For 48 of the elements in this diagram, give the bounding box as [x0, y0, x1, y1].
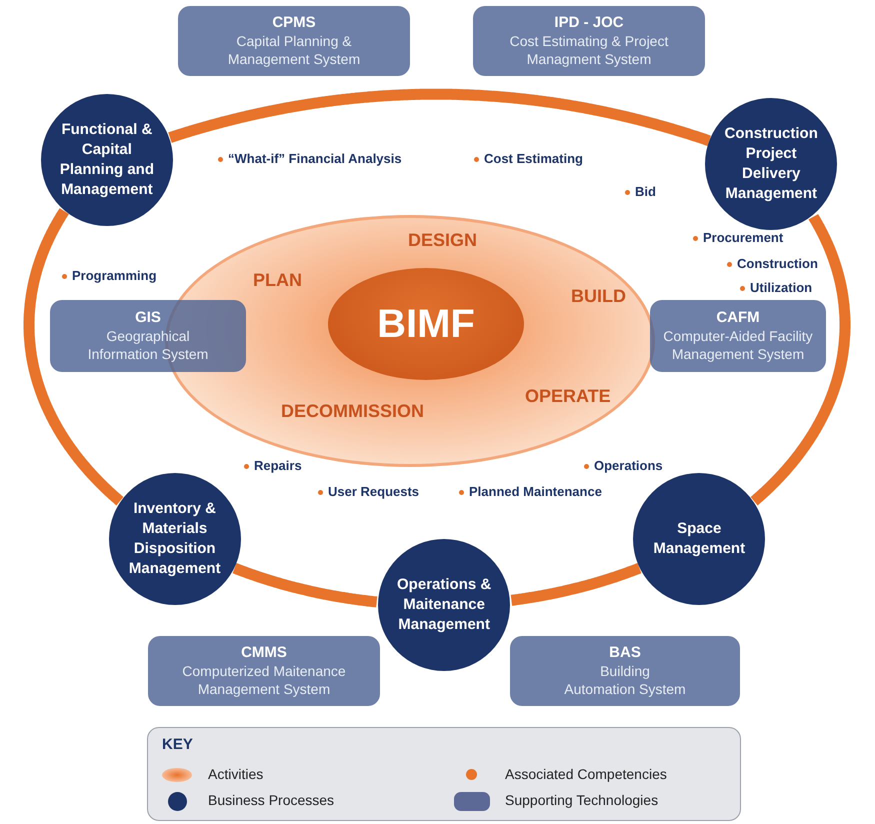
box-title: GIS	[135, 309, 161, 327]
competency-label: Utilization	[740, 280, 812, 295]
process-circle: Inventory & Materials Disposition Management	[108, 473, 241, 606]
box-title: CPMS	[272, 14, 316, 32]
process-circle: Functional & Capital Planning and Management	[40, 94, 173, 226]
box-title: IPD - JOC	[554, 14, 624, 32]
activity-label: DESIGN	[408, 230, 478, 251]
technology-box	[473, 6, 705, 76]
competency-label: Operations	[584, 458, 663, 473]
technology-box	[50, 300, 246, 372]
technology-box	[510, 636, 740, 706]
competency-label: Procurement	[693, 230, 784, 245]
activity-label: PLAN	[253, 270, 302, 291]
competency-label: User Requests	[318, 484, 420, 499]
process-circle: Construction Project Delivery Management	[705, 98, 838, 230]
ring-arc	[24, 206, 124, 506]
core-ellipse: BIMF	[328, 268, 524, 380]
competency-label: Bid	[625, 184, 656, 199]
competency-label: Programming	[62, 268, 157, 283]
competency-label: Planned Maintenance	[459, 484, 602, 499]
box-subtitle: Capital Planning & Management System	[226, 32, 362, 68]
box-title: BAS	[609, 644, 641, 662]
box-subtitle: Building Automation System	[563, 662, 687, 698]
legend-label: Supporting Technologies	[505, 792, 658, 808]
competency-label: Construction	[727, 256, 818, 271]
legend-label: Associated Competencies	[505, 766, 667, 782]
process-circle: Operations & Maitenance Management	[378, 538, 510, 671]
technology-box	[178, 6, 410, 76]
activity-label: DECOMMISSION	[281, 401, 424, 422]
box-title: CAFM	[716, 309, 760, 327]
legend-heading: KEY	[162, 736, 193, 753]
competency-label: Repairs	[244, 458, 302, 473]
ring-arc	[230, 562, 380, 608]
activity-label: BUILD	[571, 286, 626, 307]
legend-label: Business Processes	[208, 792, 334, 808]
box-subtitle: Geographical Information System	[86, 327, 210, 363]
box-subtitle: Cost Estimating & Project Managment System	[508, 32, 670, 68]
technology-box	[650, 300, 826, 372]
legend-label: Activities	[208, 766, 264, 782]
competency-label: Cost Estimating	[474, 151, 583, 166]
process-circle: Space Management	[633, 473, 766, 606]
competency-label: “What-if” Financial Analysis	[218, 151, 402, 166]
box-subtitle: Computer-Aided Facility Management System	[662, 327, 814, 363]
activity-label: OPERATE	[525, 386, 611, 407]
box-title: CMMS	[241, 644, 287, 662]
technology-box	[148, 636, 380, 706]
ring-arc	[166, 88, 714, 146]
box-subtitle: Computerized Maitenance Management System	[181, 662, 347, 698]
